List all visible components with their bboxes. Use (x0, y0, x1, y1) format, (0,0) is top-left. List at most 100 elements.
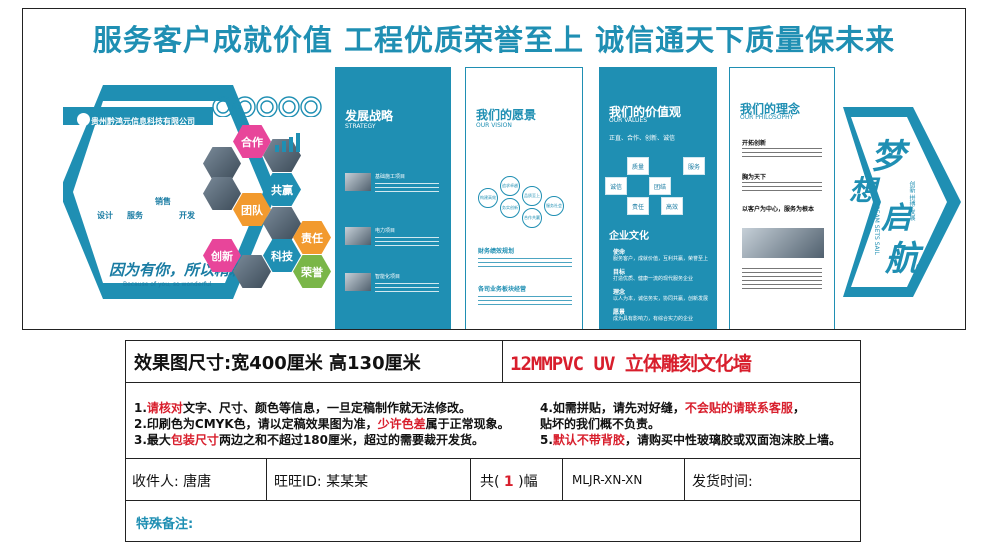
values-cell-service: 服务 (683, 157, 705, 175)
note-4-highlight: 不会贴的请联系客服 (684, 401, 793, 415)
panel-vision: 我们的愿景 OUR VISION 构建高效 追求卓越 务实创新 品质至上 合作共… (465, 67, 583, 329)
company-name: 贵州黔鸿元信息科技有限公司 (91, 117, 195, 126)
panel-count: 共( 1 )幅 (480, 471, 538, 491)
values-bullet-1-text: 服务客户，成就价值，互利共赢，荣誉至上 (613, 256, 709, 262)
text-lines (742, 148, 822, 160)
vision-item-1: 财务绩效规划 (478, 248, 515, 255)
arrow-shape-icon (843, 107, 961, 297)
calligraphy-dream: 梦 (871, 137, 905, 177)
vision-circle-3: 务实创新 (500, 198, 520, 218)
note-4b: 贴坏的我们概不负责。 (540, 417, 661, 431)
values-cell-quality: 质量 (627, 157, 649, 175)
values-subtitle: OUR VALUES (609, 117, 648, 124)
strategy-title: 发展战略 (345, 109, 394, 123)
divider (502, 341, 503, 383)
hex-photo-4 (263, 207, 301, 240)
text-lines (375, 283, 439, 295)
values-tagline: 正直、合作、创新、诚信 (609, 135, 676, 142)
text-lines (375, 237, 439, 249)
strategy-photo-2 (345, 227, 371, 245)
shipping-row: 收件人: 唐唐 旺旺ID: 某某某 共( 1 )幅 MLJR-XN-XN 发货时… (126, 459, 860, 501)
values-cell-integrity: 诚信 (605, 177, 627, 195)
philosophy-photo (742, 228, 824, 258)
top-slogan: 服务客户成就价值 工程优质荣誉至上 诚信通天下质量保未来 (92, 23, 896, 57)
order-info-table: 效果图尺寸:宽400厘米 高130厘米 12MMPVC UV 立体雕刻文化墙 1… (125, 340, 861, 542)
values-bullet-4-text: 成为具有影响力，有综合实力的企业 (613, 316, 694, 322)
size-row: 效果图尺寸:宽400厘米 高130厘米 12MMPVC UV 立体雕刻文化墙 (126, 341, 860, 383)
values-grid: 质量 服务 诚信 团结 高效 责任 (605, 157, 711, 217)
vision-item-2: 各司业务板块经营 (478, 286, 527, 293)
special-remark-label: 特殊备注: (136, 517, 194, 532)
strategy-subtitle: STRATEGY (345, 123, 376, 130)
vision-circle-1: 构建高效 (478, 188, 498, 208)
vision-circle-6: 服务社会 (544, 196, 564, 216)
vision-circle-2: 追求卓越 (500, 176, 520, 196)
values-bullet-3-text: 以人为本，诚信务实，协同共赢，创新发展 (613, 296, 709, 302)
calligraphy-open: 启 (881, 201, 911, 236)
vision-circle-4: 品质至上 (522, 186, 542, 206)
text-lines (742, 268, 822, 292)
note-1-highlight: 请核对 (146, 401, 183, 415)
hex-duty: 责任 (293, 221, 331, 254)
count-value: 1 (503, 474, 514, 490)
values-bullet-4-title: 愿景 (613, 309, 626, 316)
calligraphy-sail: 航 (885, 239, 919, 279)
divider (470, 459, 471, 501)
count-suffix: )幅 (518, 474, 538, 490)
calligraphy-think: 想 (849, 174, 878, 207)
panel-strategy: 发展战略 STRATEGY 基础施工项目 电力项目 智能化项目 (335, 67, 451, 329)
hex-win: 共赢 (263, 173, 301, 206)
company-hex-group: 贵州黔鸿元信息科技有限公司 设计 服务 销售 开发 因为有你，所以精彩 Beca… (63, 77, 307, 307)
note-3-post: 两边之和不超过180厘米，超过的需要裁开发货。 (218, 433, 484, 447)
strategy-item-2: 电力项目 (375, 228, 396, 234)
cloud-pattern-icon (212, 96, 322, 117)
values-title: 我们的价值观 (609, 105, 682, 119)
dream-vertical-en: DREAM SETS SAIL (873, 201, 880, 255)
philosophy-item-2: 胸为天下 (742, 174, 767, 181)
text-lines (478, 258, 572, 270)
note-5-pre: 5. (540, 433, 553, 447)
vision-subtitle: OUR VISION (476, 122, 512, 129)
vision-title: 我们的愿景 (476, 108, 537, 122)
panel-values: 我们的价值观 OUR VALUES 正直、合作、创新、诚信 质量 服务 诚信 团… (599, 67, 717, 329)
note-4-post: ， (792, 401, 805, 415)
text-lines (742, 182, 822, 194)
text-lines (478, 296, 572, 308)
strategy-item-1: 基础施工项目 (375, 174, 406, 180)
culture-wall-banner: 服务客户成就价值 工程优质荣誉至上 诚信通天下质量保未来 贵州黔鸿元信息科技有限… (22, 8, 966, 330)
note-1-pre: 1. (134, 401, 147, 415)
strategy-photo-1 (345, 173, 371, 191)
note-3-pre: 3.最大 (134, 433, 171, 447)
strategy-photo-3 (345, 273, 371, 291)
values-bullet-3-title: 理念 (613, 289, 626, 296)
order-code: MLJR-XN-XN (572, 473, 643, 487)
values-bullet-2-text: 打造优质、健康一流的现代服务企业 (613, 276, 694, 282)
panel-philosophy: 我们的理念 OUR PHILOSOPHY 开拓创新 胸为天下 以客户为中心，服务… (729, 67, 835, 329)
hex-honor: 荣誉 (293, 255, 331, 288)
note-2: 2.印刷色为CMYK色，请以定稿效果图为准，少许色差属于正常现象。 (134, 415, 510, 432)
note-5-post: ，请购买中性玻璃胶或双面泡沫胶上墙。 (624, 433, 841, 447)
wangwang-id: 旺旺ID: 某某某 (274, 474, 369, 490)
values-cell-duty: 责任 (627, 197, 649, 215)
divider (684, 459, 685, 501)
divider (266, 459, 267, 501)
note-5-highlight: 默认不带背胶 (552, 433, 625, 447)
ship-time: 发货时间: (692, 474, 753, 490)
note-1: 1.请核对文字、尺寸、颜色等信息，一旦定稿制作就无法修改。 (134, 399, 471, 416)
values-bullet-1-title: 使命 (613, 249, 626, 256)
values-bullet-2-title: 目标 (613, 269, 626, 276)
note-2-highlight: 少许色差 (377, 417, 426, 431)
values-cell-team: 团结 (649, 177, 671, 195)
hex-tech: 科技 (263, 239, 301, 272)
note-5: 5.默认不带背胶，请购买中性玻璃胶或双面泡沫胶上墙。 (540, 431, 841, 448)
count-prefix: 共( (480, 474, 500, 490)
strategy-item-3: 智能化项目 (375, 274, 401, 280)
product-name: 12MMPVC UV 立体雕刻文化墙 (510, 353, 752, 375)
company-logo-icon (77, 113, 90, 126)
note-4: 4.如需拼贴，请先对好缝，不会贴的请联系客服， (540, 399, 805, 416)
philosophy-subtitle: OUR PHILOSOPHY (740, 114, 794, 121)
philosophy-item-3: 以客户为中心，服务为根本 (742, 206, 815, 213)
culture-title: 企业文化 (609, 231, 649, 242)
philosophy-item-1: 开拓创新 (742, 140, 767, 147)
text-lines (375, 183, 439, 195)
